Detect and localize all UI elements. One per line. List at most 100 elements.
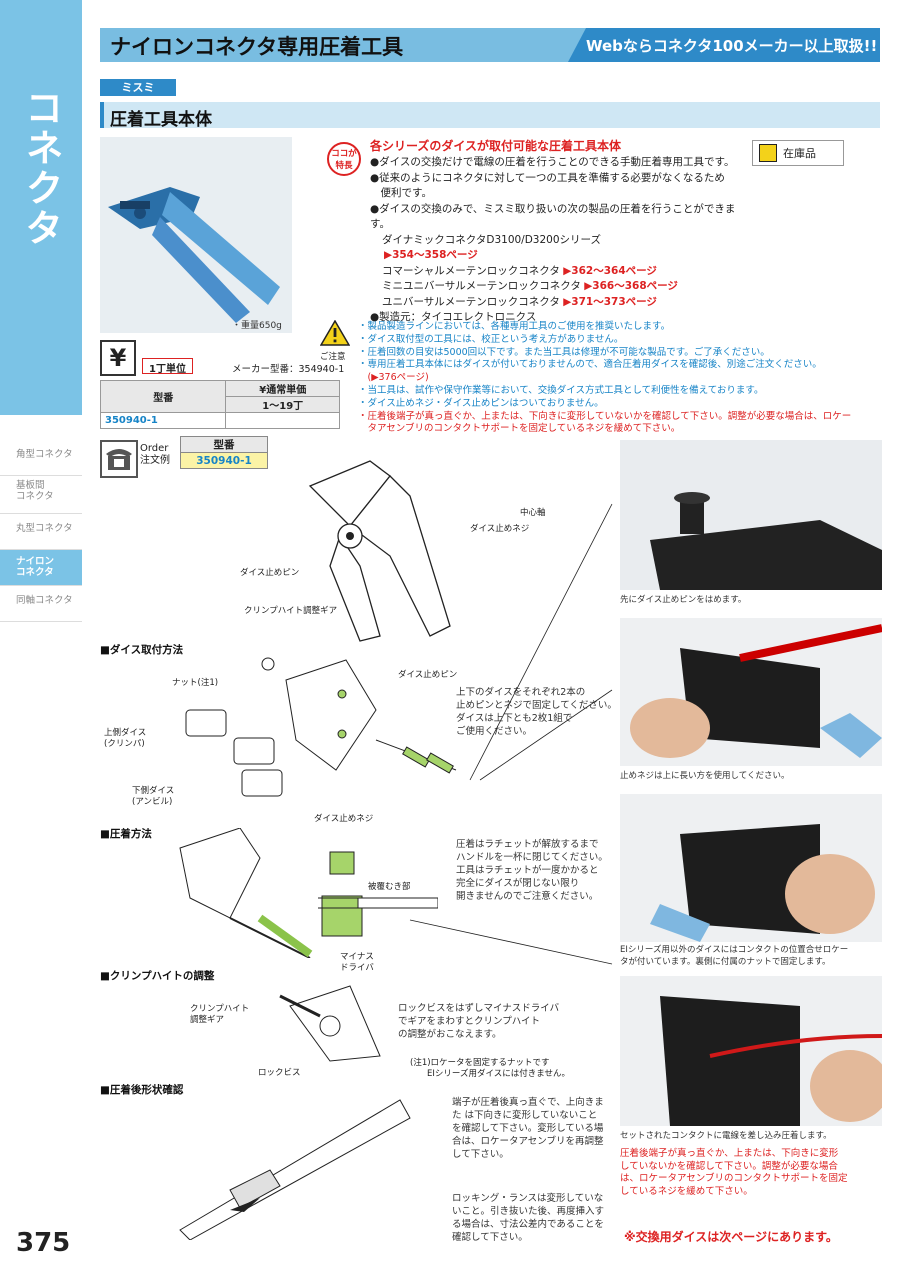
photo-caption-2: 止めネジは上に長い方を使用してください。 [620, 771, 790, 781]
caution-item: ・圧着後端子が真っ直ぐか、上または、下向きに変形していないかを確認して下さい。調… [358, 410, 852, 422]
unit-badge: 1丁単位 [142, 358, 193, 375]
section3-footnote: (注1)ロケータを固定するナットです EIシリーズ用ダイスには付きません。 [410, 1058, 570, 1079]
section1-note: 上下のダイスをそれぞれ2本の 止めピンとネジで固定してください。 ダイスは上下と… [456, 687, 617, 737]
caution-label: ご注意 [320, 352, 346, 362]
page-number: 375 [16, 1228, 71, 1258]
caution-item: ・当工具は、試作や保守作業等において、交換ダイス方式工具として利便性を備えており… [358, 384, 764, 396]
photo-locator [620, 794, 882, 942]
features-title: 各シリーズのダイスが取付可能な圧着工具本体 [370, 139, 622, 153]
series-ref-link[interactable]: ▶362〜364ページ [563, 264, 657, 277]
order-part[interactable]: 350940-1 [180, 452, 268, 469]
photo-insert-wire [620, 976, 882, 1126]
phone-icon [100, 440, 138, 478]
order-table: 型番 350940-1 [180, 436, 268, 469]
stock-badge: 在庫品 [752, 140, 844, 166]
caution-item: ・ダイス取付型の工具には、校正という考え方がありません。 [358, 333, 624, 345]
series-item: ミニユニバーサルメーテンロックコネクタ ▶366〜368ページ [382, 280, 678, 292]
series-ref-link[interactable]: ▶366〜368ページ [584, 280, 678, 292]
photo-screw [620, 618, 882, 766]
price-table: 型番¥通常単価 1〜19丁 350940-1 [99, 380, 340, 429]
section3-note: ロックビスをはずしマイナスドライバ でギアをまわすとクリンプハイト の調整がおこ… [398, 1003, 560, 1040]
section2-note: 圧着はラチェットが解放するまで ハンドルを一杯に閉じてください。 工具はラチェッ… [456, 839, 608, 902]
series-item: ユニバーサルメーテンロックコネクタ ▶371〜373ページ [382, 295, 657, 308]
nav-item-coaxial[interactable]: 同軸コネクタ [0, 586, 82, 622]
weight-label: ・重量650g [232, 321, 282, 331]
feature-bullet: 便利です。 [370, 187, 432, 199]
next-page-note: ※交換用ダイスは次ページにあります。 [624, 1230, 838, 1244]
label-strip: 被覆むき部 [368, 882, 411, 892]
table-row: 350940-1 [99, 412, 340, 429]
terminal-diagram [170, 1090, 420, 1241]
page-title: ナイロンコネクタ専用圧着工具 [110, 35, 404, 59]
label-lock-screw: ロックビス [258, 1068, 301, 1078]
label-die-pin: ダイス止めピン [240, 568, 300, 578]
photo-pin-insert [620, 440, 882, 590]
section4-note1: 端子が圧着後真っ直ぐで、上向きま た は下向きに変形していないこと を確認して下… [452, 1097, 604, 1160]
caution-item: ・製品製造ラインにおいては、各種専用工具のご使用を推奨いたします。 [358, 321, 671, 332]
feature-badge: ココが特長 [327, 142, 361, 176]
order-label: Order 注文例 [140, 443, 170, 467]
die-mount-diagram [176, 650, 466, 810]
caution-item: ・ダイス止めネジ・ダイス止めピンはついておりません。 [358, 397, 604, 409]
order-label-en: Order [140, 443, 169, 454]
stock-label: 在庫品 [783, 147, 816, 160]
section-crimp-height-title: ■クリンプハイトの調整 [100, 970, 215, 982]
maker-line: ●製造元：タイコエレクトロニクス [370, 311, 537, 323]
caution-item: タアセンブリのコンタクトサポートを固定しているネジを緩めて下さい。 [358, 423, 681, 435]
photo-caption-4: セットされたコンタクトに電線を差し込み圧着します。 [620, 1131, 832, 1141]
sidebar-band [0, 0, 82, 415]
col-qty: 1〜19丁 [225, 396, 340, 413]
order-col: 型番 [180, 436, 268, 453]
nav-item-nylon[interactable]: ナイロン コネクタ [0, 550, 82, 586]
box-icon [759, 144, 777, 162]
crimp-detail-diagram [318, 850, 439, 940]
label-die-screw: ダイス止めネジ [470, 524, 530, 534]
nav-item-board[interactable]: 基板間 コネクタ [0, 476, 82, 514]
section-crimp-title: ■圧着方法 [100, 828, 152, 840]
nav-item-round[interactable]: 丸型コネクタ [0, 514, 82, 550]
col-price: ¥通常単価 [225, 380, 340, 397]
nav-item-square[interactable]: 角型コネクタ [0, 440, 82, 476]
caution-item: ・専用圧着工具本体にはダイスが付いておりませんので、適合圧着用ダイスを確認後、別… [358, 359, 822, 371]
series-item: コマーシャルメーテンロックコネクタ ▶362〜364ページ [382, 264, 657, 277]
series-item: ダイナミックコネクタD3100/D3200シリーズ [382, 233, 601, 246]
feature-bullet: ●従来のようにコネクタに対して一つの工具を準備する必要がなくなるため [370, 171, 725, 184]
caution-list: ・製品製造ラインにおいては、各種専用工具のご使用を推奨いたします。・ダイス取付型… [358, 321, 878, 436]
web-banner[interactable]: Webならコネクタ100メーカー以上取扱!! [568, 28, 880, 62]
label-lower-die: 下側ダイス (アンビル) [132, 786, 175, 807]
section-shape-check-title: ■圧着後形状確認 [100, 1084, 184, 1096]
caution-icon [320, 320, 350, 346]
feature-bullet: ●ダイスの交換だけで電線の圧着を行うことのできる手動圧着専用工具です。 [370, 156, 735, 168]
photo-caption-3: EIシリーズ用以外のダイスにはコンタクトの位置合せロケー タが付いています。裏側… [620, 945, 849, 967]
sidebar-title: コネクタ [19, 88, 63, 248]
crimp-diagram [170, 827, 320, 959]
caution-item: ・圧着回数の目安は5000回以下です。また当工具は修理が不可能な製品です。ご了承… [358, 346, 770, 358]
tool-diagram [290, 456, 490, 646]
maker-tag: ミスミ [100, 79, 176, 96]
price-cell [225, 412, 340, 429]
section4-note2: ロッキング・ランスは変形していな いこと。引き抜いた後、再度挿入す る場合は、寸… [452, 1193, 605, 1243]
label-die-screw-2: ダイス止めネジ [314, 814, 374, 824]
photo-caption-4-warning: 圧着後端子が真っ直ぐか、上または、下向きに変形 していないかを確認して下さい。調… [620, 1148, 848, 1197]
caution-item: (▶376ページ) [358, 372, 429, 384]
label-nut: ナット(注1) [172, 678, 219, 688]
label-screwdriver: マイナス ドライバ [340, 952, 374, 973]
feature-bullet: ●ダイスの交換のみで、ミスミ取り扱いの次の製品の圧着を行うことができます。 [370, 202, 736, 231]
series-ref-link[interactable]: ▶371〜373ページ [563, 295, 657, 308]
yen-icon: ¥ [100, 340, 136, 376]
label-upper-die: 上側ダイス (クリンパ) [104, 728, 147, 749]
order-label-jp: 注文例 [140, 455, 170, 466]
maker-part-number: メーカー型番：354940-1 [232, 364, 345, 375]
side-nav: 角型コネクタ 基板間 コネクタ 丸型コネクタ ナイロン コネクタ 同軸コネクタ [0, 440, 82, 622]
section-die-mount-title: ■ダイス取付方法 [100, 644, 184, 656]
product-title: 圧着工具本体 [110, 110, 212, 130]
series-ref-link[interactable]: ▶354〜358ページ [384, 249, 478, 261]
features-block: 各シリーズのダイスが取付可能な圧着工具本体 ●ダイスの交換だけで電線の圧着を行う… [370, 138, 750, 326]
crimp-height-diagram [270, 976, 390, 1066]
product-photo [100, 137, 292, 333]
product-bar [100, 102, 880, 128]
label-center-axis: 中心軸 [520, 508, 546, 518]
label-die-pin-2: ダイス止めピン [398, 670, 458, 680]
photo-caption-1: 先にダイス止めピンをはめます。 [620, 595, 747, 605]
part-number-cell[interactable]: 350940-1 [99, 412, 227, 429]
